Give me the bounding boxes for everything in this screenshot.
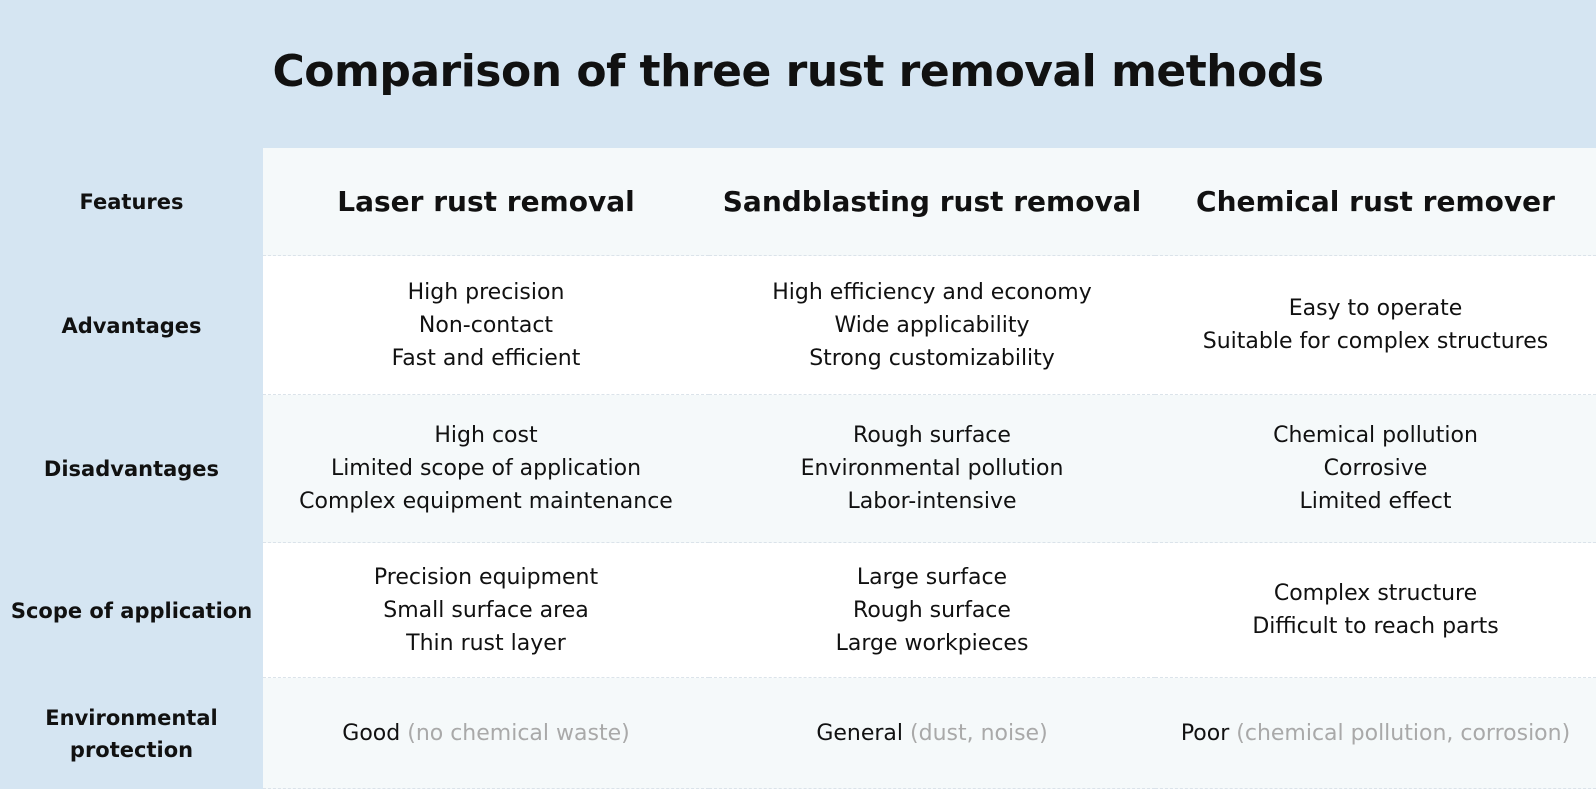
cell-environmental-sandblasting: General (dust, noise)	[709, 678, 1155, 789]
comparison-table: Features Laser rust removal Sandblasting…	[0, 148, 1596, 789]
cell-line: Labor-intensive	[847, 489, 1017, 514]
cell-advantages-sandblasting: High efficiency and economy Wide applica…	[709, 256, 1155, 395]
row-header-disadvantages: Disadvantages	[0, 395, 263, 543]
cell-line: Easy to operate	[1288, 296, 1463, 321]
row-header-scope: Scope of application	[0, 543, 263, 678]
cell-line: Non-contact	[418, 312, 554, 338]
cell-scope-sandblasting: Large surface Rough surface Large workpi…	[709, 543, 1155, 678]
cell-line: High cost	[434, 423, 538, 448]
cell-line: High precision	[407, 279, 565, 305]
row-header-advantages: Advantages	[0, 256, 263, 395]
page-title: Comparison of three rust removal methods	[272, 45, 1324, 97]
cell-line: Rough surface	[853, 423, 1011, 448]
cell-line: Complex equipment maintenance	[299, 489, 673, 514]
cell-line: High efficiency and economy	[772, 279, 1092, 305]
cell-environmental-chemical: Poor (chemical pollution, corrosion)	[1155, 678, 1596, 789]
row-header-environmental: Environmental protection	[0, 678, 263, 789]
cell-advantages-chemical: Easy to operate Suitable for complex str…	[1155, 256, 1596, 395]
page-header: Comparison of three rust removal methods	[0, 0, 1596, 148]
cell-advantages-laser: High precision Non-contact Fast and effi…	[263, 256, 709, 395]
cell-line: Rough surface	[853, 597, 1011, 623]
cell-disadvantages-chemical: Chemical pollution Corrosive Limited eff…	[1155, 395, 1596, 543]
cell-line: Precision equipment	[373, 564, 599, 590]
cell-line: Complex structure	[1273, 581, 1478, 606]
cell-line: Difficult to reach parts	[1252, 614, 1499, 639]
cell-line: Corrosive	[1323, 456, 1428, 481]
cell-line: Limited effect	[1299, 489, 1452, 514]
column-header-chemical: Chemical rust remover	[1155, 148, 1596, 256]
cell-scope-laser: Precision equipment Small surface area T…	[263, 543, 709, 678]
cell-line: Limited scope of application	[330, 456, 642, 481]
cell-line: Wide applicability	[834, 312, 1030, 338]
cell-line: Fast and efficient	[391, 345, 581, 371]
rating-label: General	[816, 720, 904, 746]
rating-label: Poor	[1180, 720, 1230, 746]
column-header-laser: Laser rust removal	[263, 148, 709, 256]
cell-environmental-laser: Good (no chemical waste)	[263, 678, 709, 789]
cell-line: Chemical pollution	[1273, 423, 1478, 448]
cell-line: Large workpieces	[835, 630, 1029, 656]
cell-scope-chemical: Complex structure Difficult to reach par…	[1155, 543, 1596, 678]
rating-note: (chemical pollution, corrosion)	[1236, 720, 1571, 746]
cell-line: Environmental pollution	[800, 456, 1064, 481]
rating-note: (no chemical waste)	[407, 720, 630, 746]
rating-note: (dust, noise)	[910, 720, 1048, 746]
cell-line: Strong customizability	[809, 345, 1055, 371]
column-header-sandblasting: Sandblasting rust removal	[709, 148, 1155, 256]
cell-line: Suitable for complex structures	[1202, 329, 1549, 354]
cell-line: Large surface	[856, 564, 1008, 590]
cell-line: Small surface area	[383, 597, 589, 623]
features-header: Features	[0, 148, 263, 256]
cell-line: Thin rust layer	[406, 630, 566, 656]
cell-disadvantages-laser: High cost Limited scope of application C…	[263, 395, 709, 543]
cell-disadvantages-sandblasting: Rough surface Environmental pollution La…	[709, 395, 1155, 543]
rating-label: Good	[342, 720, 401, 746]
